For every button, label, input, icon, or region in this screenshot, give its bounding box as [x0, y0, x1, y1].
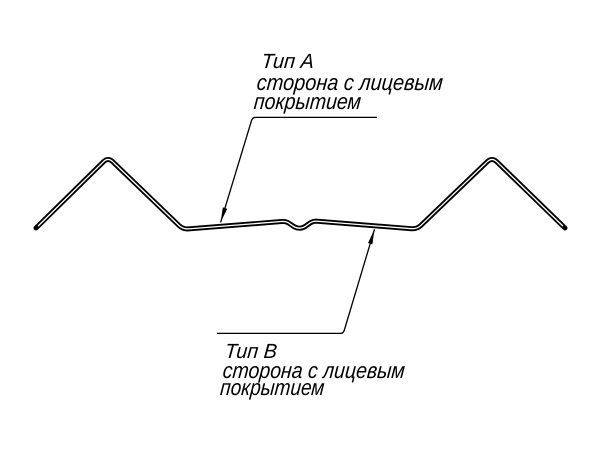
svg-text:сторона с лицевым: сторона с лицевым — [256, 70, 444, 95]
svg-text:сторона с лицевым: сторона с лицевым — [222, 358, 406, 383]
svg-text:Тип В: Тип В — [224, 340, 278, 363]
svg-text:покрытием: покрытием — [219, 375, 325, 400]
svg-text:покрытием: покрытием — [253, 89, 362, 114]
svg-text:Тип А: Тип А — [261, 50, 316, 73]
